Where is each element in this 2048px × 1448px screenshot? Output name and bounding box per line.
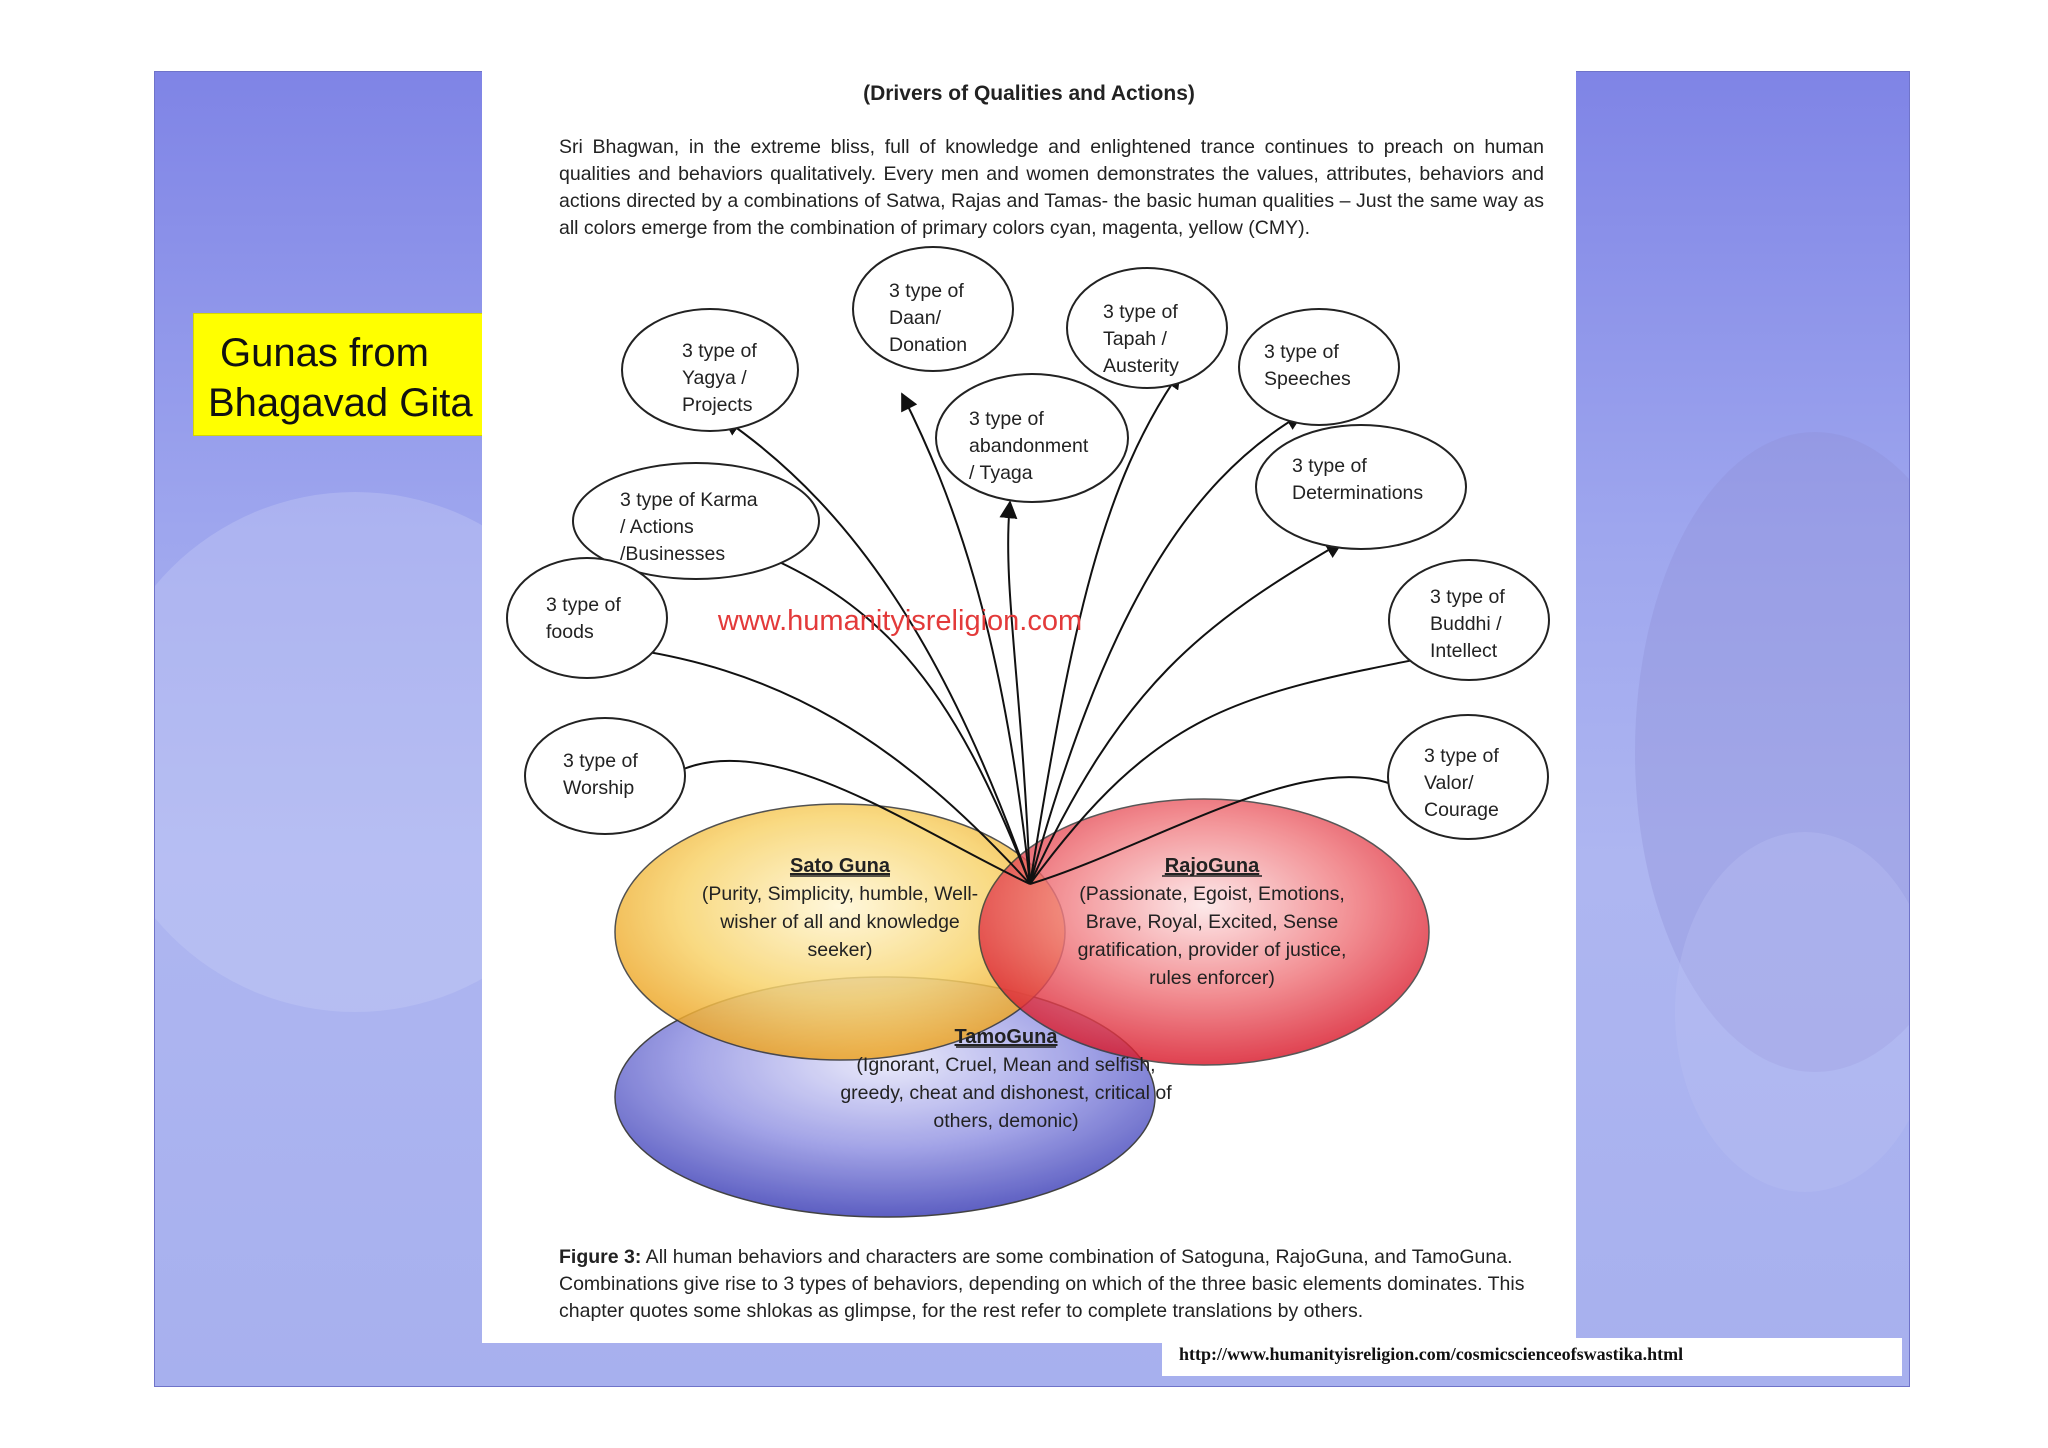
connector-arrow-tyaga [999,500,1031,885]
node-label-line: Intellect [1430,640,1498,662]
caption-label: Figure 3: [559,1246,642,1268]
node-label-line: / Actions [620,516,694,538]
document-intro-paragraph: Sri Bhagwan, in the extreme bliss, full … [559,136,1544,239]
node-label-line: / Tyaga [969,462,1033,484]
node-label-line: Buddhi / [1430,613,1502,635]
rajo-guna-description-line: gratification, provider of justice, [1078,939,1347,961]
slide-title-line: Bhagavad Gita [208,381,473,425]
node-speeches: 3 type of Speeches [1238,308,1400,426]
rajo-guna-label: RajoGuna (Passionate, Egoist, Emotions, Br… [1078,855,1347,989]
node-label-line: Speeches [1264,368,1351,390]
sato-guna-description-line: (Purity, Simplicity, humble, Well- [702,883,978,905]
connector-arrow-foods [596,637,1031,885]
node-bubble [935,373,1129,503]
watermark-url: www.humanityisreligion.com [717,605,1082,637]
tamo-guna-title: TamoGuna [955,1026,1059,1048]
node-karma: 3 type of Karma / Actions/Businesses [572,462,820,580]
node-bubble [524,717,686,835]
connector-arrow-determinations [1029,541,1344,885]
node-label-line: abandonment [969,435,1089,457]
background-blur-shape [1675,832,1909,1192]
node-label-line: Daan/ [889,307,942,329]
node-label-line: Donation [889,334,967,356]
node-label-line: Determinations [1292,482,1423,504]
figure-caption: Figure 3: All human behaviors and charac… [559,1244,1549,1325]
node-daan: 3 type of Daan/Donation [852,246,1014,372]
node-worship: 3 type of Worship [524,717,686,835]
rajo-guna-description-line: (Passionate, Egoist, Emotions, [1079,883,1345,905]
tamo-guna-label: TamoGuna (Ignorant, Cruel, Mean and selfi… [840,1026,1172,1132]
tamo-guna-description-line: others, demonic) [933,1110,1078,1132]
connector-arrow-tapah [1029,370,1182,885]
sato-guna-description-line: wisher of all and knowledge [719,911,960,933]
caption-text: All human behaviors and characters are s… [559,1246,1525,1322]
node-label-line: 3 type of [1103,301,1178,323]
node-label-line: Courage [1424,799,1499,821]
node-label-line: 3 type of [546,594,621,616]
tamo-guna-description-line: greedy, cheat and dishonest, critical of [840,1082,1172,1104]
gunas-diagram: 3 type of Daan/Donation 3 type of Tapah / Au… [506,246,1550,1218]
rajo-guna-description-line: Brave, Royal, Excited, Sense [1086,911,1339,933]
node-label-line: Worship [563,777,634,799]
node-determinations: 3 type of Determinations [1255,424,1467,550]
sato-guna-label: Sato Guna (Purity, Simplicity, humble, We… [702,855,978,961]
sato-guna-title: Sato Guna [790,855,891,877]
node-bubble [852,246,1014,372]
node-bubble [1387,714,1549,840]
node-label-line: 3 type of [1424,745,1499,767]
node-bubble [1238,308,1400,426]
node-label-line: Valor/ [1424,772,1474,794]
node-yagya: 3 type of Yagya / Projects [621,308,799,432]
node-valor: 3 type of Valor/Courage [1387,714,1549,840]
node-label-line: 3 type of [563,750,638,772]
node-bubble [506,557,668,679]
connector-arrow-speeches [1029,413,1304,885]
node-bubble [621,308,799,432]
node-label-line: Austerity [1103,355,1179,377]
node-label-line: 3 type of [1430,586,1505,608]
node-bubble [572,462,820,580]
document-figure: (Drivers of Qualities and Actions) Sri B… [482,64,1576,1343]
tamo-guna-description-line: (Ignorant, Cruel, Mean and selfish, [856,1054,1155,1076]
connector-arrow-buddhi [1029,646,1456,885]
node-label-line: Yagya / [682,367,747,389]
node-label-line: Projects [682,394,753,416]
rajo-guna-ellipse [978,798,1430,1066]
node-bubble [1066,267,1228,389]
slide-title-box: Gunas from Bhagavad Gita [193,313,519,436]
node-label-line: 3 type of [682,340,757,362]
node-label-line: /Businesses [620,543,725,565]
connector-arrow-yagya [722,417,1031,885]
node-label-line: foods [546,621,594,643]
node-label-line: 3 type of [1292,455,1367,477]
node-tapah: 3 type of Tapah / Austerity [1066,267,1228,389]
background-blur-shape [1635,432,1909,1072]
source-url-link[interactable]: http://www.humanityisreligion.com/cosmic… [1162,1338,1902,1376]
node-buddhi: 3 type of Buddhi / Intellect [1388,559,1550,681]
node-label-line: 3 type of [969,408,1044,430]
rajo-guna-description-line: rules enforcer) [1149,967,1275,989]
node-foods: 3 type of foods [506,557,668,679]
node-label-line: Tapah / [1103,328,1168,350]
node-bubble [1388,559,1550,681]
node-label-line: 3 type of [1264,341,1339,363]
connector-arrow-worship [645,759,1031,885]
rajo-guna-title: RajoGuna [1165,855,1260,877]
document-heading: (Drivers of Qualities and Actions) [863,82,1195,105]
node-tyaga: 3 type of abandonment / Tyaga [935,373,1129,503]
node-bubble [1255,424,1467,550]
node-label-line: 3 type of Karma [620,489,758,511]
sato-guna-description-line: seeker) [807,939,872,961]
connector-arrow-valor [1029,776,1424,885]
connector-arrow-daan [901,392,1031,885]
node-label-line: 3 type of [889,280,964,302]
slide-title-line: Gunas from [220,331,429,375]
